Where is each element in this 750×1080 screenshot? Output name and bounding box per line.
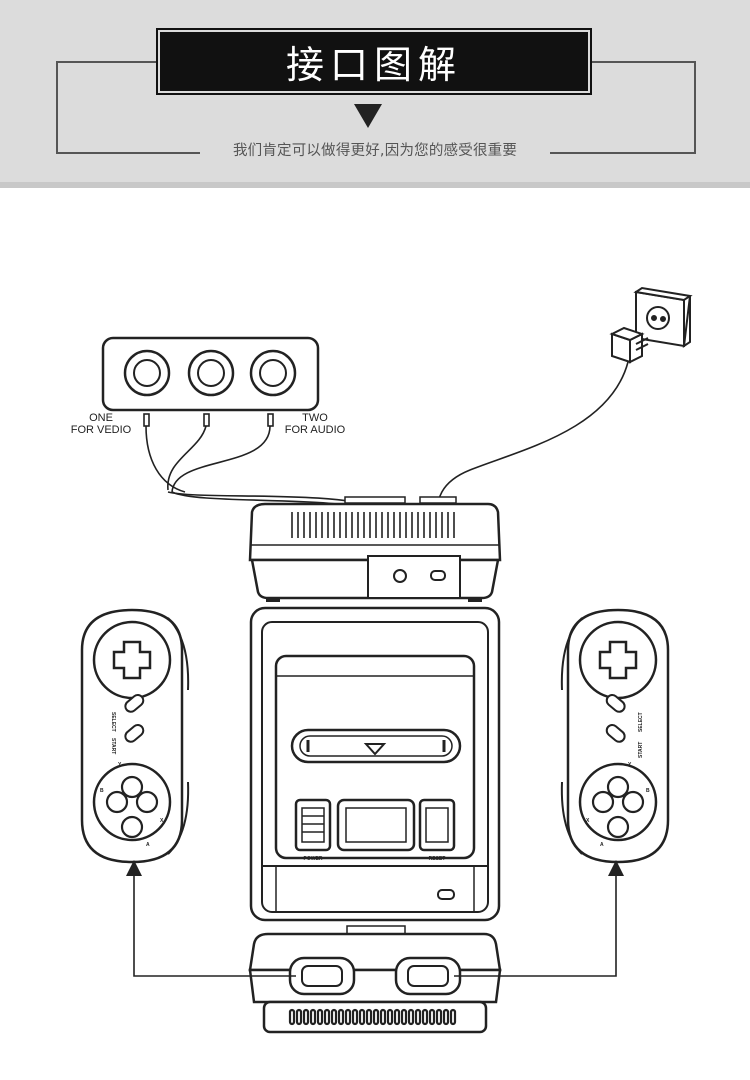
right-button-b: B — [646, 788, 650, 794]
right-button-y: Y — [628, 762, 632, 768]
arrow-controller-left — [126, 860, 296, 977]
label-two: TWO — [302, 412, 328, 424]
left-select-label: SELECT — [110, 712, 116, 732]
label-for-video: FOR VEDIO — [71, 424, 132, 436]
label-one: ONE — [89, 412, 113, 424]
arrow-controller-right — [454, 860, 624, 977]
av-jack-video — [123, 349, 171, 397]
title-box: 接口图解 — [156, 28, 592, 95]
page-subtitle: 我们肯定可以做得更好,因为您的感受很重要 — [200, 140, 550, 162]
reset-label: RESET — [429, 856, 446, 862]
controller-right — [560, 608, 670, 864]
down-arrow-icon — [354, 104, 382, 128]
page-title: 接口图解 — [285, 43, 462, 87]
av-jack-audio-right — [249, 349, 297, 397]
left-button-b: B — [100, 788, 104, 794]
right-button-x: X — [586, 818, 590, 824]
label-for-audio: FOR AUDIO — [285, 424, 346, 436]
power-plug-icon — [609, 326, 649, 364]
wall-socket-icon — [633, 286, 693, 349]
left-button-y: Y — [118, 762, 122, 768]
console-rear — [248, 496, 502, 602]
console-main — [249, 606, 501, 922]
controller-left — [80, 608, 190, 864]
left-start-label: START — [110, 738, 116, 754]
power-label: POWER — [304, 856, 323, 862]
right-button-a: A — [600, 842, 604, 848]
av-cable — [143, 413, 401, 571]
console-front — [248, 925, 502, 1034]
av-jack-panel — [101, 336, 320, 412]
right-start-label: START — [638, 742, 644, 758]
left-button-x: X — [160, 818, 164, 824]
av-jack-audio-left — [187, 349, 235, 397]
left-button-a: A — [146, 842, 150, 848]
connection-diagram: ONE FOR VEDIO TWO FOR AUDIO — [71, 286, 693, 1034]
right-select-label: SELECT — [638, 712, 644, 732]
